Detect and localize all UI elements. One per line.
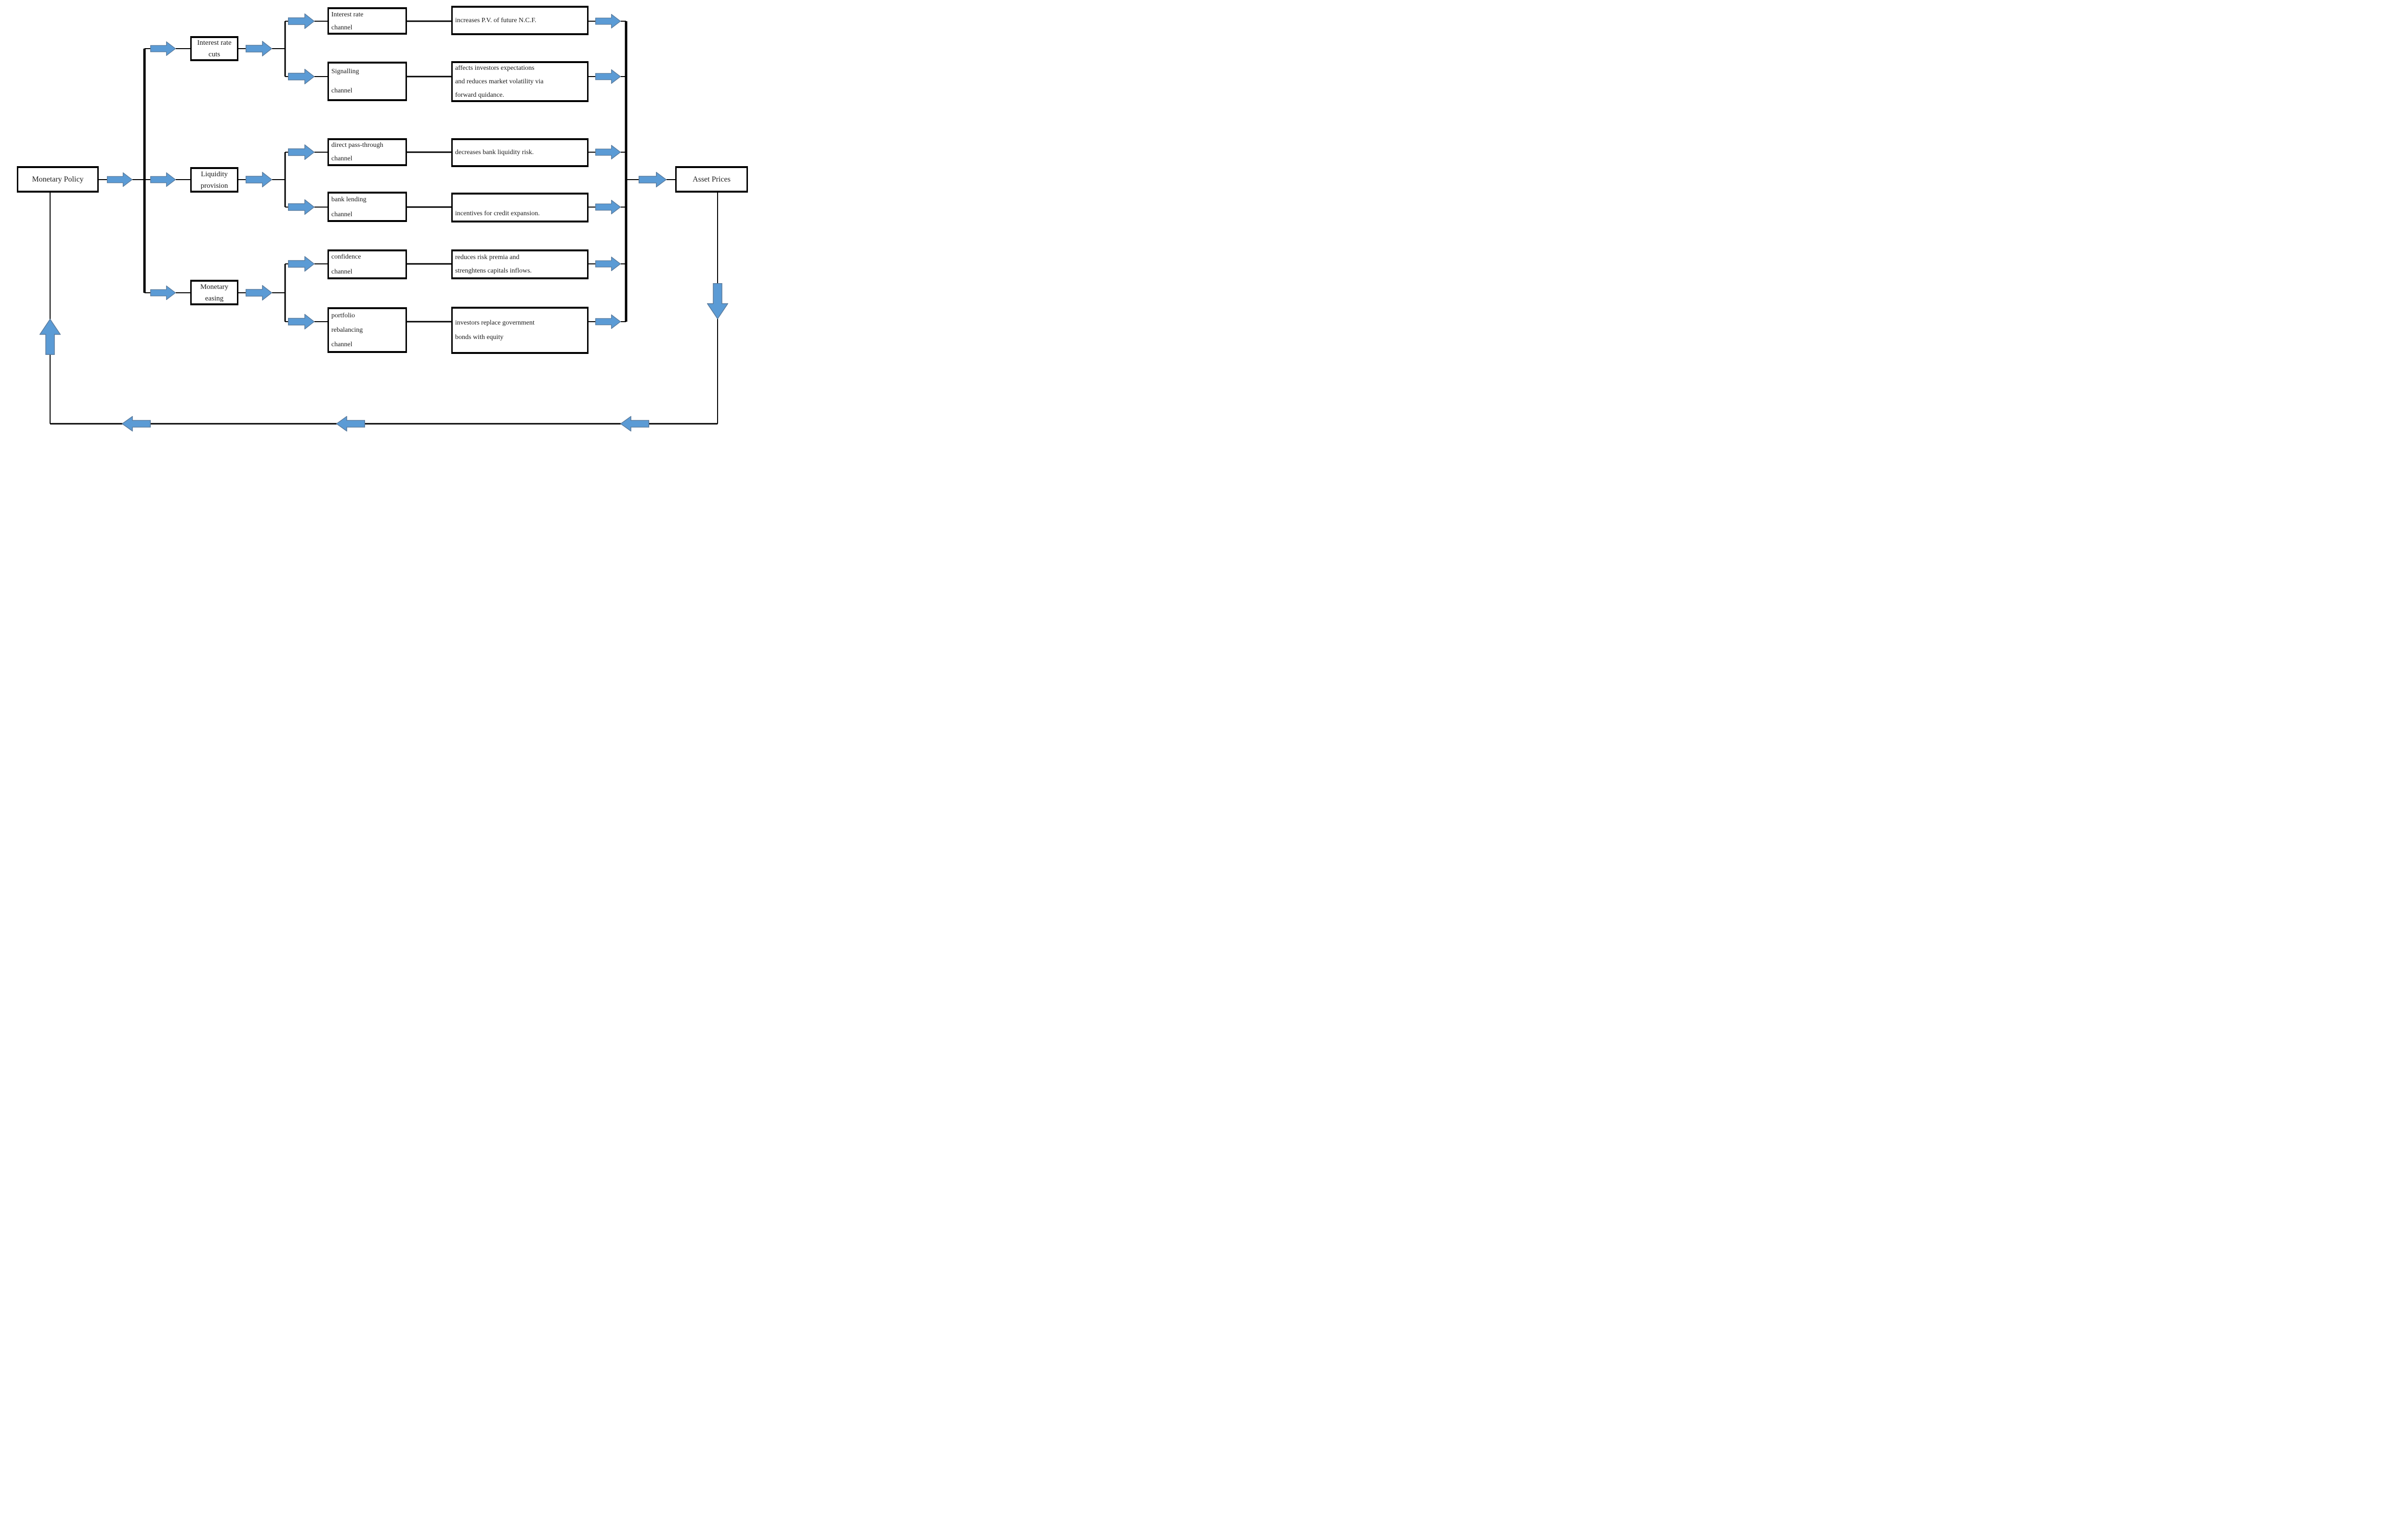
left-arrow-icon: [122, 416, 151, 431]
effect-investor-expectations-box: affects investors expectations and reduc…: [451, 61, 589, 102]
branch-label: Monetary easing: [200, 283, 229, 302]
channel-direct-pass-through-box: direct pass-through channel: [327, 138, 407, 166]
right-arrow-icon: [150, 286, 176, 300]
channel-label: direct pass-through channel: [331, 142, 383, 162]
branch-interest-rate-cuts-box: Interest rate cuts: [190, 36, 238, 61]
effect-label: increases P.V. of future N.C.F.: [455, 16, 537, 24]
channel-label: bank lending channel: [331, 196, 366, 218]
down-arrow-icon: [707, 283, 728, 319]
up-arrow-icon: [39, 319, 61, 355]
monetary-policy-transmission-diagram: Monetary Policy Interest rate cuts Liqui…: [0, 0, 755, 437]
branch-label: Interest rate cuts: [197, 39, 232, 58]
right-arrow-icon: [107, 172, 132, 187]
right-arrow-icon: [288, 144, 314, 160]
right-arrow-icon: [246, 41, 272, 56]
right-arrow-icon: [246, 172, 272, 187]
channel-label: Interest rate channel: [331, 11, 364, 31]
branch-label: Liquidity provision: [200, 170, 228, 190]
channel-signalling-box: Signalling channel: [327, 62, 407, 101]
right-arrow-icon: [288, 256, 314, 272]
channel-portfolio-rebalancing-box: portfolio rebalancing channel: [327, 307, 407, 353]
effect-label: investors replace government bonds with …: [455, 319, 535, 341]
channel-label: Signalling channel: [331, 68, 359, 94]
channel-interest-rate-box: Interest rate channel: [327, 7, 407, 35]
effect-label: decreases bank liquidity risk.: [455, 149, 534, 156]
effect-portfolio-substitution-box: investors replace government bonds with …: [451, 307, 589, 354]
effect-risk-premia-box: reduces risk premia and strenghtens capi…: [451, 249, 589, 279]
right-arrow-icon: [595, 200, 621, 214]
effect-pv-future-ncf-box: increases P.V. of future N.C.F.: [451, 6, 589, 35]
effect-label: incentives for credit expansion.: [455, 210, 540, 217]
left-arrow-icon: [336, 416, 365, 431]
channel-label: portfolio rebalancing channel: [331, 312, 363, 348]
right-arrow-icon: [150, 41, 176, 56]
right-arrow-icon: [639, 172, 667, 187]
asset-prices-box: Asset Prices: [675, 166, 748, 193]
channel-confidence-box: confidence channel: [327, 249, 407, 279]
right-arrow-icon: [595, 14, 621, 28]
effect-bank-liquidity-risk-box: decreases bank liquidity risk.: [451, 138, 589, 167]
right-arrow-icon: [595, 257, 621, 271]
effect-credit-expansion-box: incentives for credit expansion.: [451, 193, 589, 222]
effect-label: affects investors expectations and reduc…: [455, 64, 544, 99]
right-arrow-icon: [595, 145, 621, 159]
right-arrow-icon: [246, 285, 272, 300]
branch-monetary-easing-box: Monetary easing: [190, 280, 238, 305]
right-arrow-icon: [288, 69, 314, 84]
effect-label: reduces risk premia and strenghtens capi…: [455, 254, 532, 274]
right-arrow-icon: [288, 199, 314, 215]
asset-prices-label: Asset Prices: [693, 175, 731, 183]
channel-bank-lending-box: bank lending channel: [327, 192, 407, 222]
monetary-policy-box: Monetary Policy: [17, 166, 99, 193]
right-arrow-icon: [150, 172, 176, 187]
right-arrow-icon: [595, 69, 621, 84]
left-arrow-icon: [620, 416, 649, 431]
connector-layer: [39, 13, 728, 431]
connector-lines: [50, 20, 718, 425]
right-arrow-icon: [595, 314, 621, 329]
right-arrow-icon: [288, 13, 314, 29]
channel-label: confidence channel: [331, 253, 361, 275]
monetary-policy-label: Monetary Policy: [32, 175, 84, 183]
branch-liquidity-provision-box: Liquidity provision: [190, 167, 238, 193]
right-arrow-icon: [288, 314, 314, 329]
